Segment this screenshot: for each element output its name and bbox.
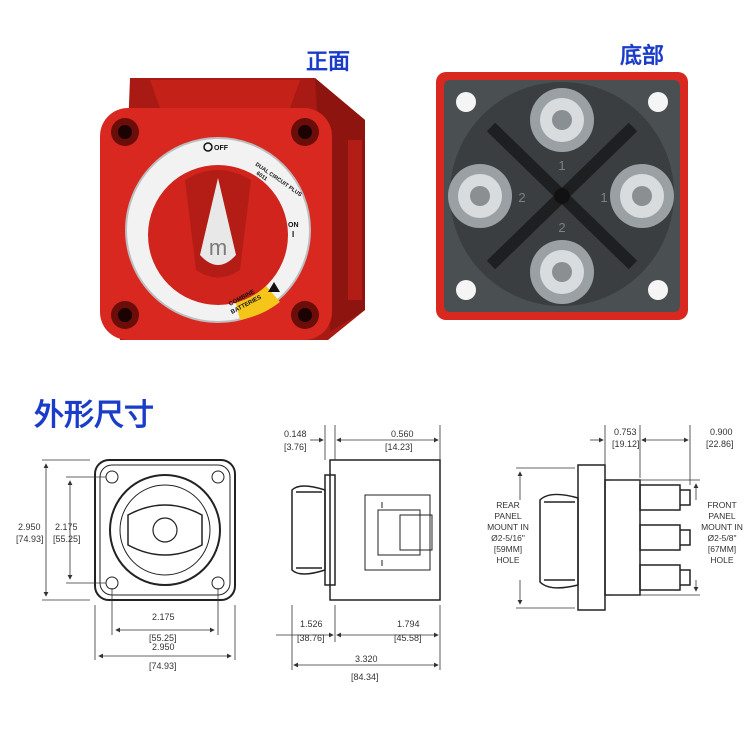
- front-view-title: 正面: [306, 50, 351, 75]
- side-top-a-in: 0.148: [284, 429, 307, 439]
- side-top-b-mm: [14.23]: [385, 442, 413, 452]
- side-top-a-mm: [3.76]: [284, 442, 307, 452]
- side-top-b-in: 0.560: [391, 429, 414, 439]
- bottom-view-photo: 1 2 1 2: [436, 72, 688, 320]
- mounting-hole-icon: [111, 118, 319, 329]
- front-inner-w-mm: [55.25]: [149, 633, 177, 643]
- warning-icon: [268, 282, 280, 292]
- rear-outline-drawing: [539, 464, 691, 611]
- rear-top-a-mm: [19.12]: [612, 439, 640, 449]
- knob-letter: m: [209, 235, 227, 260]
- stud-number-bottom: 2: [558, 220, 565, 235]
- rear-note-4: Ø2-5/16": [491, 533, 525, 543]
- front-note-2: PANEL: [708, 511, 736, 521]
- stud-number-right: 1: [600, 190, 607, 205]
- rear-note-6: HOLE: [496, 555, 519, 565]
- front-width-in: 2.950: [152, 642, 175, 652]
- side-bot-b-in: 1.794: [397, 619, 420, 629]
- rear-note-2: PANEL: [494, 511, 522, 521]
- rear-note-5: [59MM]: [494, 544, 522, 554]
- side-bot-a-mm: [38.76]: [297, 633, 325, 643]
- bottom-view-title: 底部: [620, 44, 665, 69]
- terminal-stud-icon: [448, 88, 674, 304]
- front-note-5: [67MM]: [708, 544, 736, 554]
- off-icon: [203, 142, 213, 152]
- stud-number-top: 1: [558, 158, 565, 173]
- front-inner-h-mm: [55.25]: [53, 534, 81, 544]
- front-note-6: HOLE: [710, 555, 733, 565]
- stud-number-left: 2: [518, 190, 525, 205]
- knob-pointer: [200, 178, 236, 265]
- side-total-mm: [84.34]: [351, 672, 379, 682]
- dimensions-title: 外形尺寸: [34, 398, 154, 433]
- front-height-mm: [74.93]: [16, 534, 44, 544]
- side-bot-a-in: 1.526: [300, 619, 323, 629]
- front-width-mm: [74.93]: [149, 661, 177, 671]
- rear-top-b-mm: [22.86]: [706, 439, 734, 449]
- dimension-drawings: 2.950 [74.93] 2.175 [55.25] 2.175 [55.25…: [16, 425, 743, 682]
- side-total-in: 3.320: [355, 654, 378, 664]
- front-view-photo: m OFF ON I DUAL CIRCUIT PLUS 6011 COMBIN…: [100, 78, 365, 340]
- on-mark: I: [292, 230, 294, 239]
- model-number: 6011: [255, 171, 268, 183]
- front-note-4: Ø2-5/8": [707, 533, 736, 543]
- front-note-1: FRONT: [707, 500, 736, 510]
- front-note-3: MOUNT IN: [701, 522, 743, 532]
- on-label: ON: [288, 222, 299, 229]
- rear-top-b-in: 0.900: [710, 427, 733, 437]
- front-inner-h-in: 2.175: [55, 522, 78, 532]
- rear-note-3: MOUNT IN: [487, 522, 529, 532]
- front-outline-drawing: [94, 459, 236, 601]
- corner-hole-icon: [456, 92, 668, 300]
- side-outline-drawing: [291, 459, 441, 601]
- front-inner-w-in: 2.175: [152, 612, 175, 622]
- front-height-in: 2.950: [18, 522, 41, 532]
- rear-top-a-in: 0.753: [614, 427, 637, 437]
- side-bot-b-mm: [45.58]: [394, 633, 422, 643]
- rear-note-1: REAR: [496, 500, 520, 510]
- off-label: OFF: [214, 145, 229, 152]
